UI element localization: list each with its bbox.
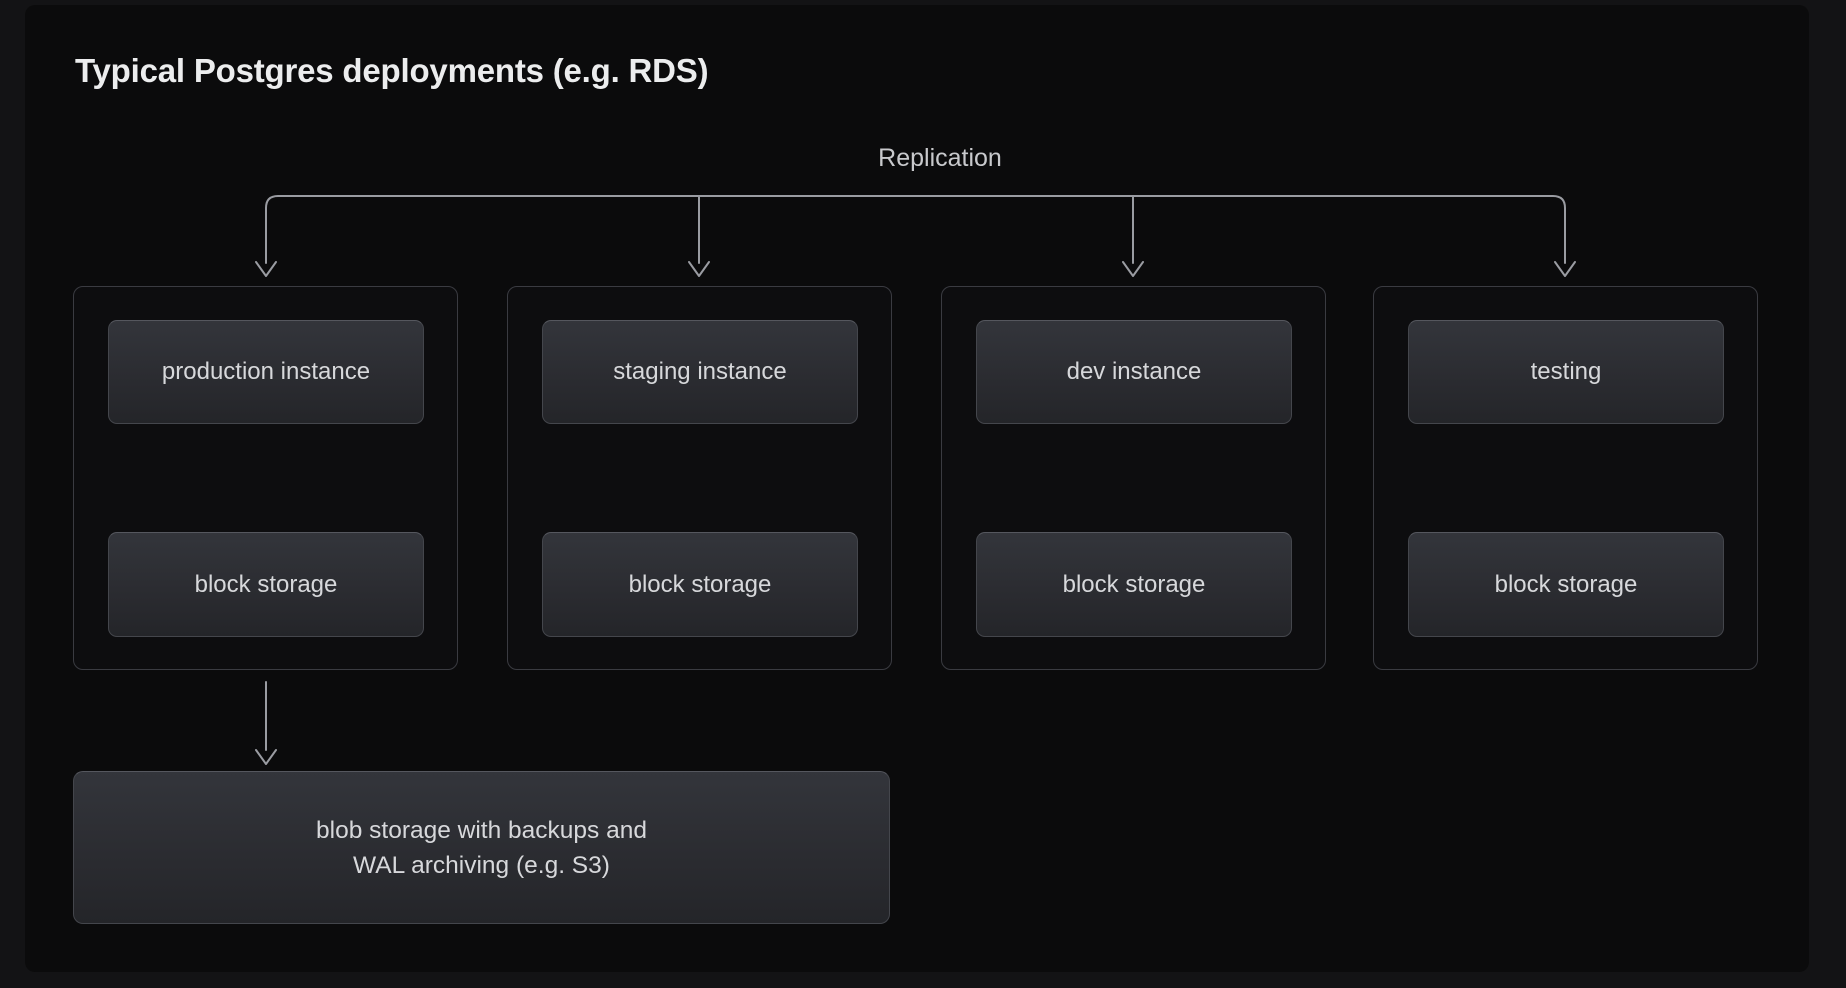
node-staging-instance: staging instance [542, 320, 858, 424]
arrowhead-down-icon [255, 749, 277, 765]
arrowhead-down-icon [1122, 261, 1144, 277]
replication-arrow [255, 195, 1576, 277]
node-production-instance: production instance [108, 320, 424, 424]
node-label: testing [1530, 358, 1602, 385]
node-label: staging instance [613, 358, 787, 385]
node-testing-instance: testing [1408, 320, 1724, 424]
node-dev-instance: dev instance [976, 320, 1292, 424]
node-label: production instance [161, 358, 371, 385]
deployment-group-staging: staging instance block storage [507, 286, 892, 670]
node-block-storage-production: block storage [108, 532, 424, 637]
backup-arrow [255, 681, 277, 765]
node-block-storage-staging: block storage [542, 532, 858, 637]
diagram-canvas: Typical Postgres deployments (e.g. RDS) … [25, 5, 1809, 972]
blob-storage-line1: blob storage with backups and [316, 816, 647, 844]
arrowhead-down-icon [688, 261, 710, 277]
node-label: block storage [194, 570, 338, 598]
node-label: block storage [1494, 570, 1638, 598]
node-label: block storage [628, 570, 772, 598]
node-label: block storage [1062, 570, 1206, 598]
arrowhead-down-icon [255, 261, 277, 277]
deployment-group-production: production instance block storage [73, 286, 458, 670]
deployment-group-testing: testing block storage [1373, 286, 1758, 670]
deployment-group-dev: dev instance block storage [941, 286, 1326, 670]
node-label: dev instance [1066, 358, 1202, 385]
node-blob-storage: blob storage with backups and WAL archiv… [73, 771, 890, 924]
arrowhead-down-icon [1554, 261, 1576, 277]
blob-storage-line2: WAL archiving (e.g. S3) [353, 851, 610, 879]
node-block-storage-dev: block storage [976, 532, 1292, 637]
diagram-title: Typical Postgres deployments (e.g. RDS) [75, 52, 709, 89]
node-block-storage-testing: block storage [1408, 532, 1724, 637]
replication-label: Replication [878, 144, 1002, 172]
